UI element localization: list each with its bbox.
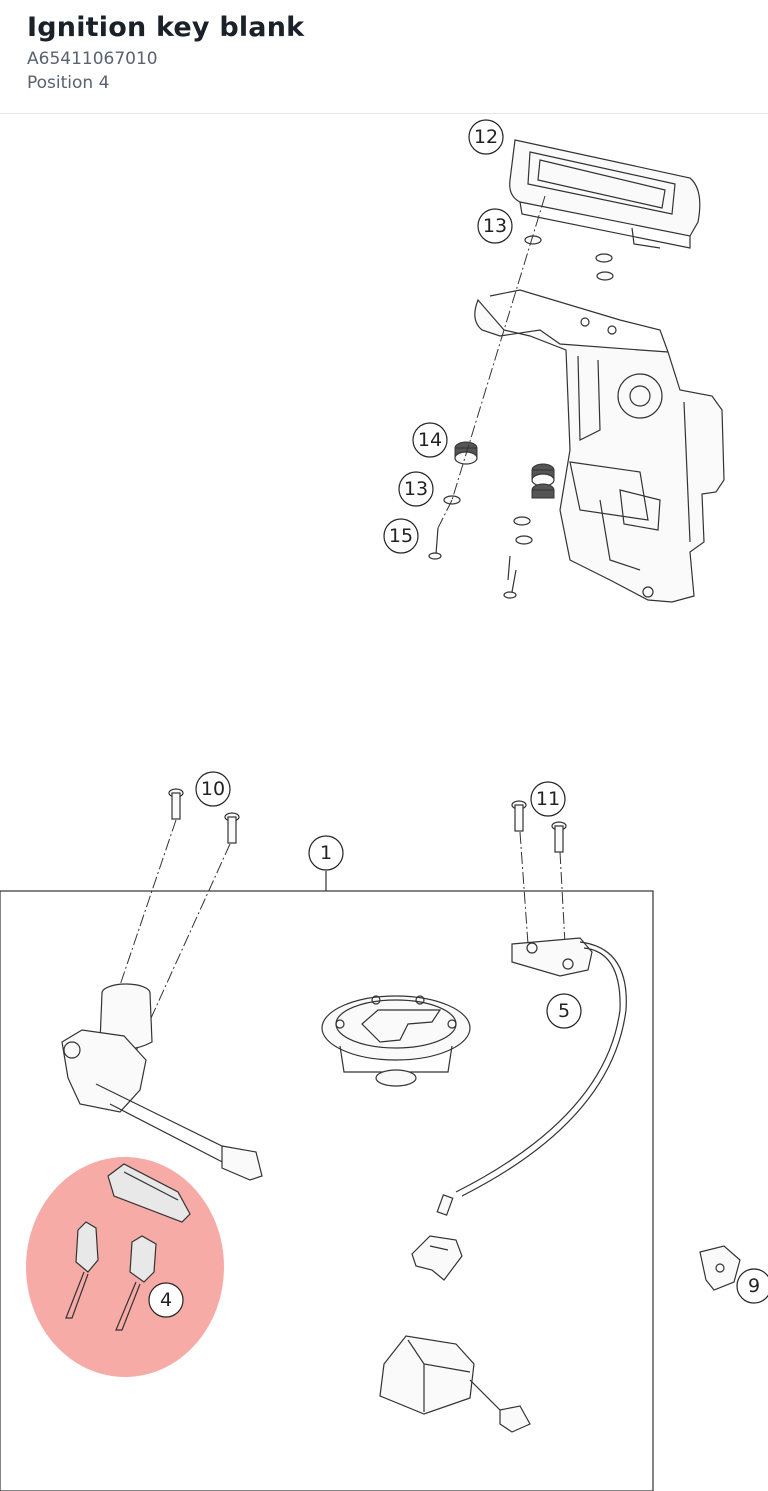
exploded-parts-diagram: 12 13 14 13 15 10 11 1 5 4 9 [0, 119, 768, 1491]
callout-13-upper[interactable]: 13 [477, 208, 513, 244]
svg-text:5: 5 [558, 1000, 570, 1022]
callout-15[interactable]: 15 [383, 518, 419, 554]
callout-5[interactable]: 5 [546, 993, 582, 1029]
screw-11-part[interactable] [511, 800, 567, 853]
callout-14[interactable]: 14 [412, 422, 448, 458]
svg-text:13: 13 [404, 478, 428, 500]
callout-10[interactable]: 10 [195, 771, 231, 807]
svg-text:9: 9 [748, 1275, 760, 1297]
washer-part[interactable] [443, 235, 614, 545]
fuel-cap-part[interactable] [321, 995, 471, 1087]
page-title: Ignition key blank [27, 12, 305, 43]
header: Ignition key blank A65411067010 Position… [0, 0, 768, 114]
svg-text:14: 14 [418, 429, 442, 451]
ignition-key-part[interactable] [65, 1163, 191, 1331]
grommet-part[interactable] [454, 441, 555, 499]
svg-text:4: 4 [160, 1289, 172, 1311]
position-label: Position 4 [27, 73, 110, 93]
svg-text:15: 15 [389, 525, 413, 547]
part-number: A65411067010 [27, 49, 158, 69]
callout-4[interactable]: 4 [148, 1282, 184, 1318]
control-module-part[interactable] [379, 1335, 531, 1433]
svg-text:1: 1 [320, 842, 332, 864]
callout-1[interactable]: 1 [308, 835, 344, 871]
svg-text:10: 10 [201, 778, 225, 800]
dashboard-display-part[interactable] [509, 139, 701, 249]
callout-11[interactable]: 11 [530, 781, 566, 817]
svg-text:11: 11 [536, 788, 560, 810]
screw-10-part[interactable] [168, 788, 240, 844]
bracket-frame-part[interactable] [474, 289, 725, 603]
svg-text:13: 13 [483, 215, 507, 237]
small-bracket-part[interactable] [699, 1245, 741, 1291]
callout-9[interactable]: 9 [736, 1268, 768, 1304]
sensor-part[interactable] [436, 937, 627, 1216]
ignition-lock-part[interactable] [61, 983, 263, 1181]
svg-text:12: 12 [474, 126, 498, 148]
callout-12[interactable]: 12 [468, 119, 504, 155]
clip-part[interactable] [411, 1235, 463, 1281]
screw-part[interactable] [428, 527, 517, 599]
callout-13-lower[interactable]: 13 [398, 471, 434, 507]
